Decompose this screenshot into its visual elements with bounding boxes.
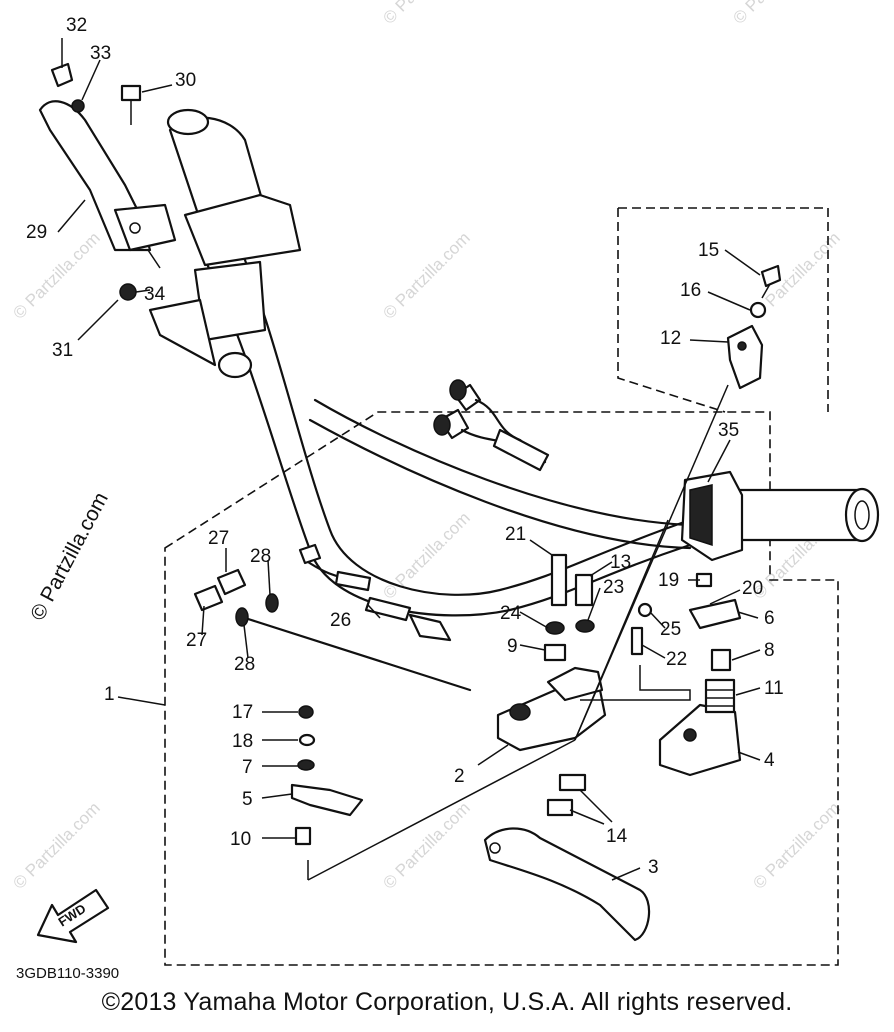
callout-15: 15 [698,240,719,261]
watermark: © Partzilla.com [729,0,823,28]
callout-17: 17 [232,702,253,723]
switch-subassembly-outline [617,207,829,413]
watermark: © Partzilla.com [9,798,103,892]
switch-parts [726,264,782,390]
callout-24: 24 [500,603,522,624]
callout-16: 16 [680,280,701,301]
callout-2: 2 [454,766,465,787]
watermark: © Partzilla.com [749,798,843,892]
callout-19: 19 [658,570,679,591]
callout-28-b: 28 [234,654,255,675]
callout-6: 6 [764,608,775,629]
watermark-side: © Partzilla.com [26,489,113,625]
callout-18: 18 [232,731,253,752]
watermark: © Partzilla.com [379,508,473,602]
callout-33: 33 [90,43,111,64]
watermark: © Partzilla.com [379,0,473,28]
leader-lines [57,38,761,881]
callout-30: 30 [175,70,196,91]
callouts: 32 33 30 29 34 31 15 16 12 35 21 13 23 2… [26,15,784,878]
fwd-arrow: FWD [36,888,110,944]
callout-26: 26 [330,610,351,631]
callout-11: 11 [764,678,784,699]
callout-27-b: 27 [186,630,207,651]
copyright-notice: ©2013 Yamaha Motor Corporation, U.S.A. A… [101,988,793,1016]
watermark: © Partzilla.com [379,228,473,322]
drawing-code: 3GDB110-3390 [16,965,119,982]
callout-1: 1 [104,684,115,705]
callout-3: 3 [648,857,659,878]
callout-25: 25 [660,619,681,640]
callout-27-a: 27 [208,528,229,549]
callout-7: 7 [242,757,253,778]
callout-10: 10 [230,829,251,850]
callout-8: 8 [764,640,775,661]
callout-9: 9 [507,636,518,657]
callout-12: 12 [660,328,681,349]
assembly-1-outline [164,411,839,966]
callout-31: 31 [52,340,73,361]
callout-20: 20 [742,578,763,599]
callout-32: 32 [66,15,87,36]
wire-harness [433,379,550,472]
callout-29: 29 [26,222,47,243]
callout-23: 23 [603,577,624,598]
callout-13: 13 [610,552,631,573]
callout-35: 35 [718,420,739,441]
callout-5: 5 [242,789,253,810]
watermark: © Partzilla.com [9,228,103,322]
hardware [290,553,713,846]
watermark: © Partzilla.com [379,798,473,892]
cable-parts [193,543,472,692]
callout-21: 21 [505,524,526,545]
callout-4: 4 [764,750,775,771]
handlebar [148,108,880,617]
lever-assembly [483,598,742,942]
switch-housing [680,470,744,562]
callout-22: 22 [666,649,687,670]
left-lever-assembly [38,62,177,301]
callout-34: 34 [144,284,166,305]
callout-14: 14 [606,826,628,847]
callout-28-a: 28 [250,546,271,567]
